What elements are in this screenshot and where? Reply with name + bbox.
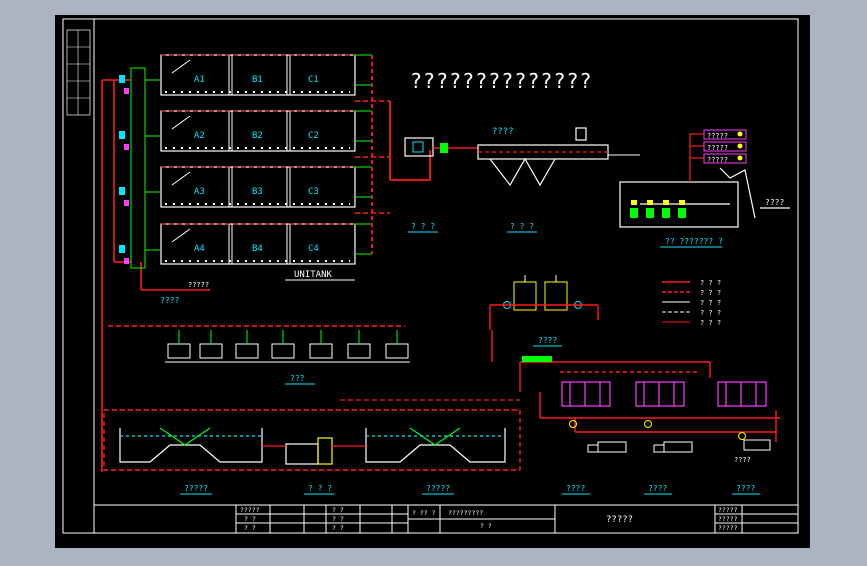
bottom-pump-house [262, 437, 366, 465]
tank-a2-label: A2 [194, 131, 205, 141]
left-distribution-pipes [101, 79, 210, 472]
tank-a4-label: A4 [194, 244, 205, 254]
dewatering-unit-1 [561, 381, 611, 407]
title-cell-5: ? ? [332, 515, 344, 523]
sedimentation-tank-2 [365, 427, 506, 463]
legend: ? ? ? ? ? ? ? ? ? ? ? ? ? ? ? [662, 279, 721, 327]
unitank-row-3: A3 B3 C3 [160, 166, 372, 208]
flow-note: ????? [188, 281, 209, 289]
title-right-1: ????? [718, 506, 738, 514]
unitank-row-2: A2 B2 C2 [160, 110, 372, 152]
tank-c2-label: C2 [308, 131, 319, 141]
title-mid-3: ? ? [480, 522, 492, 530]
title-cell-4: ? ? [332, 506, 344, 514]
chem-feed-lines [689, 133, 704, 182]
blower-label: ??? [290, 374, 305, 383]
exit-note: ???? [765, 198, 784, 207]
sludge-return-pipes [539, 392, 780, 442]
bottom-label-5: ???? [648, 484, 667, 493]
bottom-label-6: ???? [736, 484, 755, 493]
bottom-label-1: ????? [184, 484, 208, 493]
legend-item-5: ? ? ? [700, 319, 721, 327]
tank-b3-label: B3 [252, 187, 263, 197]
section-label-1: ? ? ? [411, 222, 435, 231]
inlet-screen-inner [412, 141, 424, 153]
title-right-2: ????? [718, 515, 738, 523]
sludge-pumps [569, 420, 746, 440]
title-cell-2: ? ? [244, 515, 256, 523]
unitank-row-4: A4 B4 C4 [160, 223, 372, 265]
title-cell-6: ? ? [332, 524, 344, 532]
chem-box-1-text: ????? [707, 132, 728, 140]
sludge-trucks [587, 439, 771, 453]
tank-a3-label: A3 [194, 187, 205, 197]
unitank-row-1: A1 B1 C1 [160, 54, 372, 96]
bottom-label-3: ????? [426, 484, 450, 493]
inclined-clarifier [477, 127, 609, 187]
title-mid-1: ? ?? ? [412, 509, 436, 517]
unitank-label: UNITANK [294, 270, 333, 280]
title-cell-3: ? ? [244, 524, 256, 532]
inlet-screen-unit [404, 137, 434, 157]
drawing-title: ????? [606, 515, 633, 525]
dosing-label: ???? [538, 336, 557, 345]
revision-strip [66, 29, 91, 116]
sludge-meter [522, 356, 552, 362]
title-block [93, 504, 799, 534]
collector-column [130, 67, 146, 269]
tank-c1-label: C1 [308, 75, 319, 85]
effluent-main [371, 55, 431, 254]
legend-item-4: ? ? ? [700, 309, 721, 317]
dewatering-unit-2 [635, 381, 685, 407]
revision-strip-lines [67, 30, 90, 115]
bottom-label-2: ? ? ? [308, 484, 332, 493]
blower-risers [178, 330, 398, 344]
bottom-red-frame [103, 409, 521, 471]
pump-room [619, 167, 790, 228]
bottom-label-4: ???? [566, 484, 585, 493]
submersible-pumps [630, 208, 686, 218]
tank-c3-label: C3 [308, 187, 319, 197]
column-valves [119, 75, 129, 264]
legend-item-3: ? ? ? [700, 299, 721, 307]
station-label: ???? [160, 296, 179, 305]
chem-box-2-text: ????? [707, 144, 728, 152]
tank-b4-label: B4 [252, 244, 263, 254]
tank-c4-label: C4 [308, 244, 319, 254]
section-label-2: ? ? ? [510, 222, 534, 231]
tank-b2-label: B2 [252, 131, 263, 141]
dewatering-unit-3 [717, 381, 767, 407]
pump-room-label: ?? ??????? ? [665, 237, 723, 246]
tank-b1-label: B1 [252, 75, 263, 85]
pump-valves [631, 200, 685, 205]
title-mid-2: ????????? [448, 509, 483, 517]
title-right-3: ????? [718, 524, 738, 532]
title-cell-1: ????? [240, 506, 260, 514]
legend-item-2: ? ? ? [700, 289, 721, 297]
sedimentation-tank-1 [119, 427, 263, 463]
column-branches [145, 79, 160, 251]
sludge-label: ???? [734, 456, 751, 464]
flow-meter [440, 143, 448, 153]
thickener-label: ???? [492, 127, 514, 137]
bottom-labels: ????? ? ? ? ????? ???? ???? ???? [180, 484, 760, 495]
legend-item-1: ? ? ? [700, 279, 721, 287]
dosing-station [489, 275, 599, 330]
tank-a1-label: A1 [194, 75, 205, 85]
main-title: ?????????????? [410, 69, 593, 93]
chem-box-3-text: ????? [707, 156, 728, 164]
